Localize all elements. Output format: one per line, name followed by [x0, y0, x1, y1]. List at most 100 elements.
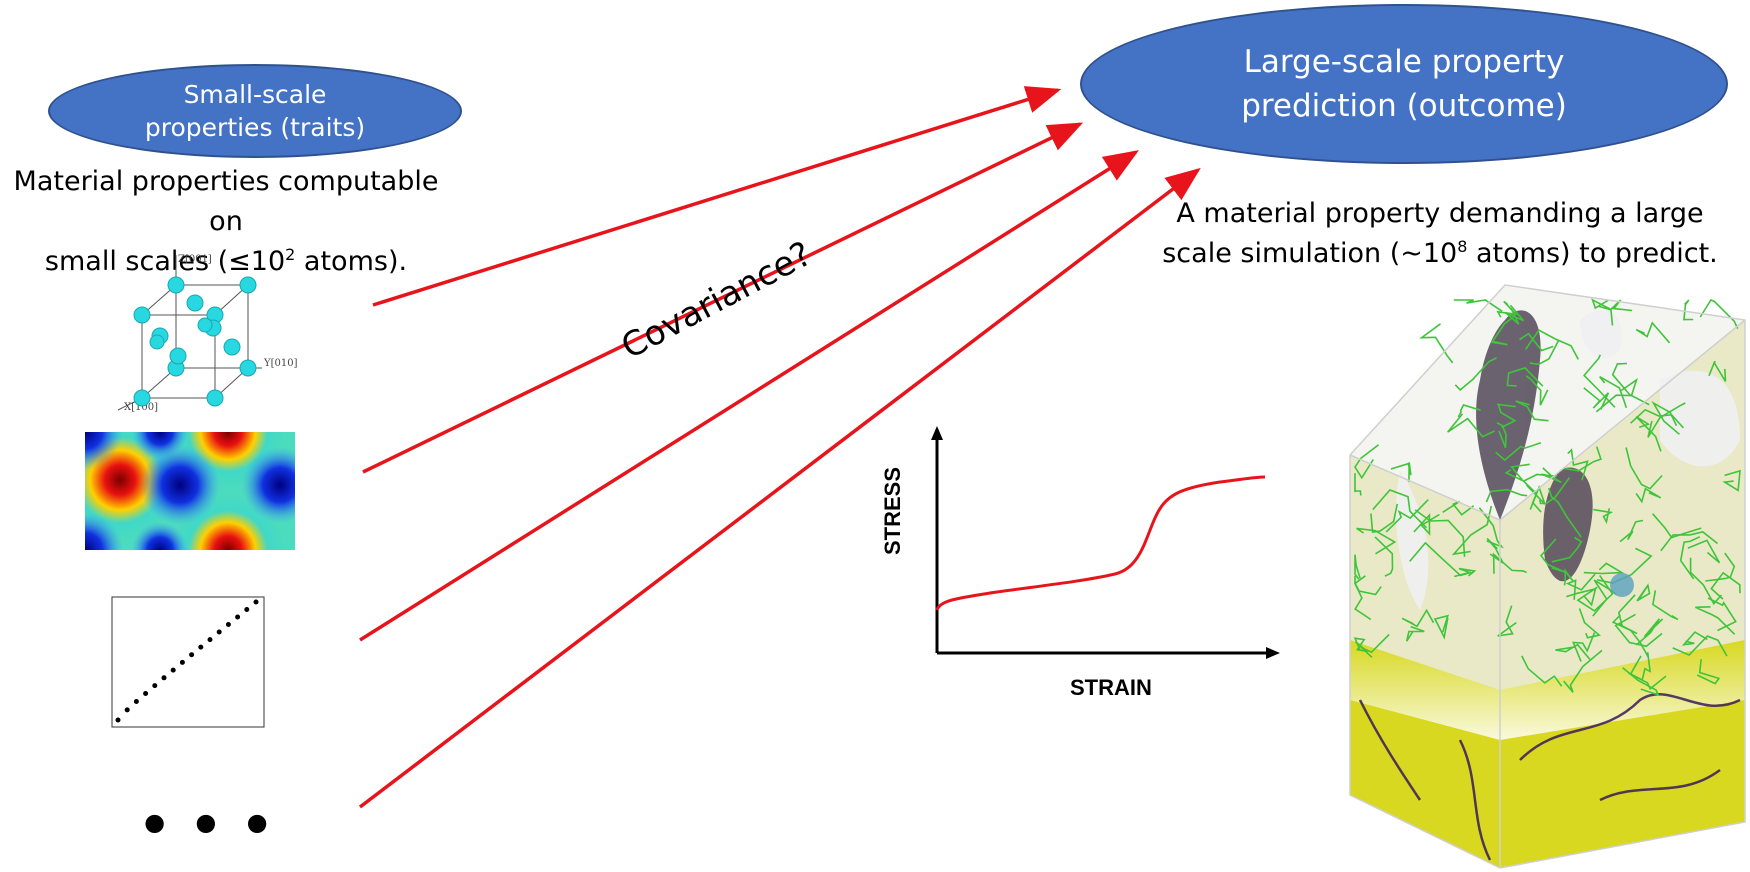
dislocation-line [1652, 590, 1679, 621]
scatter-point [124, 707, 130, 713]
scatter-point [179, 659, 185, 665]
scatter-point [189, 652, 195, 658]
dislocation-line [1354, 575, 1382, 596]
dislocation-line [1681, 631, 1708, 646]
dislocation-line [1635, 321, 1671, 344]
scatter-point [216, 629, 222, 635]
dislocation-line [1583, 562, 1625, 575]
large-scale-label: Large-scale property prediction (outcome… [1241, 44, 1567, 124]
dislocation-line [1695, 606, 1736, 635]
dislocation-line [1722, 469, 1741, 492]
dislocation-line [1710, 571, 1741, 600]
dislocation-line [1454, 357, 1497, 391]
dislocation-line [1539, 538, 1566, 574]
dislocation-line [1506, 366, 1544, 387]
dislocation-line [1593, 508, 1614, 525]
dislocation-line [1451, 505, 1493, 556]
dislocation-line [1372, 489, 1428, 529]
dislocation-line [1622, 667, 1660, 697]
large-caption-line1: A material property demanding a large [1176, 198, 1704, 229]
dislocation-line [1390, 462, 1412, 482]
dislocation-line [1687, 539, 1721, 564]
scatter-point [225, 622, 231, 627]
dislocation-line [1635, 487, 1662, 504]
crystal-structure-icon: Z[001] Y[010] X[100] [117, 254, 298, 413]
dislocation-line [1419, 323, 1454, 364]
ellipsis-more: ••• [138, 796, 292, 856]
dislocation-line [1356, 527, 1397, 555]
dislocation-line [1447, 413, 1495, 438]
dislocation-line [1696, 659, 1721, 685]
dislocation-line [1374, 536, 1394, 577]
dislocation-line [1672, 635, 1728, 657]
dislocation-line [1492, 552, 1527, 574]
dislocation-line [1599, 376, 1628, 409]
scatter-point [152, 683, 158, 689]
dislocation-line [1354, 444, 1380, 480]
dislocation-line [1708, 360, 1727, 382]
dislocation-line [1433, 614, 1449, 640]
z-axis-label: Z[001] [178, 254, 212, 265]
dislocation-line [1595, 377, 1638, 413]
dislocation-line [1563, 446, 1602, 472]
x-axis-label: X[100] [124, 402, 158, 413]
scatter-point [161, 675, 167, 681]
small-caption-line2: small scales (≤102 atoms). [44, 245, 408, 277]
scatter-point [143, 691, 149, 696]
dislocation-line [1353, 575, 1372, 621]
dislocation-line [1699, 299, 1739, 329]
dislocation-line [1354, 473, 1362, 496]
dislocation-line [1611, 362, 1650, 406]
arrow-4 [358, 167, 1201, 809]
stress-strain-plot [931, 426, 1280, 659]
scatter-point [244, 607, 250, 612]
dislocation-line [1583, 387, 1610, 410]
large-scale-ellipse: Large-scale property prediction (outcome… [1080, 4, 1728, 164]
dislocation-line [1630, 408, 1684, 429]
simulation-box-image [1349, 284, 1746, 869]
dislocation-line [1647, 402, 1686, 438]
dislocation-line [1457, 404, 1481, 418]
dislocation-line [1521, 655, 1563, 687]
small-scale-label: Small-scale properties (traits) [144, 80, 366, 142]
dislocation-line [1496, 300, 1518, 318]
dislocation-line [1567, 448, 1589, 481]
dislocation-line [1597, 299, 1633, 312]
scatter-point [253, 599, 259, 605]
dislocation-line [1707, 597, 1737, 632]
dislocation-line [1565, 573, 1596, 600]
dislocation-line [1555, 643, 1591, 660]
dislocation-line [1524, 329, 1580, 360]
dislocation-line [1651, 513, 1702, 539]
dislocation-line [1497, 403, 1517, 429]
dislocation-line [1629, 655, 1667, 691]
strain-axis-label: STRAIN [1070, 675, 1152, 700]
dislocation-line [1405, 625, 1425, 642]
dislocation-line [1576, 574, 1614, 612]
dislocation-line [1625, 447, 1663, 490]
dislocation-line [1413, 513, 1440, 536]
dislocation-line [1354, 633, 1390, 658]
small-scatter-plot [111, 596, 265, 728]
scatter-point [235, 614, 241, 620]
dislocation-line [1619, 519, 1644, 543]
dislocation-line [1490, 316, 1514, 346]
dislocation-line [1525, 375, 1549, 406]
dislocation-line [1497, 605, 1517, 637]
energy-color-map [85, 432, 295, 550]
stress-strain-curve [935, 475, 1266, 611]
dislocation-line [1385, 499, 1429, 533]
dislocation-line [1679, 536, 1701, 580]
dislocation-line [1611, 614, 1650, 659]
dislocation-line [1401, 608, 1435, 628]
arrow-1 [372, 86, 1062, 307]
dislocation-line [1485, 488, 1528, 503]
dislocation-line [1596, 547, 1653, 584]
large-caption-line2: scale simulation (~108 atoms) to predict… [1162, 237, 1718, 269]
dislocation-line [1572, 632, 1596, 662]
dislocation-line [1370, 503, 1399, 534]
dislocation-line [1539, 477, 1571, 505]
y-axis-label: Y[010] [263, 358, 298, 369]
scatter-point [115, 717, 121, 723]
